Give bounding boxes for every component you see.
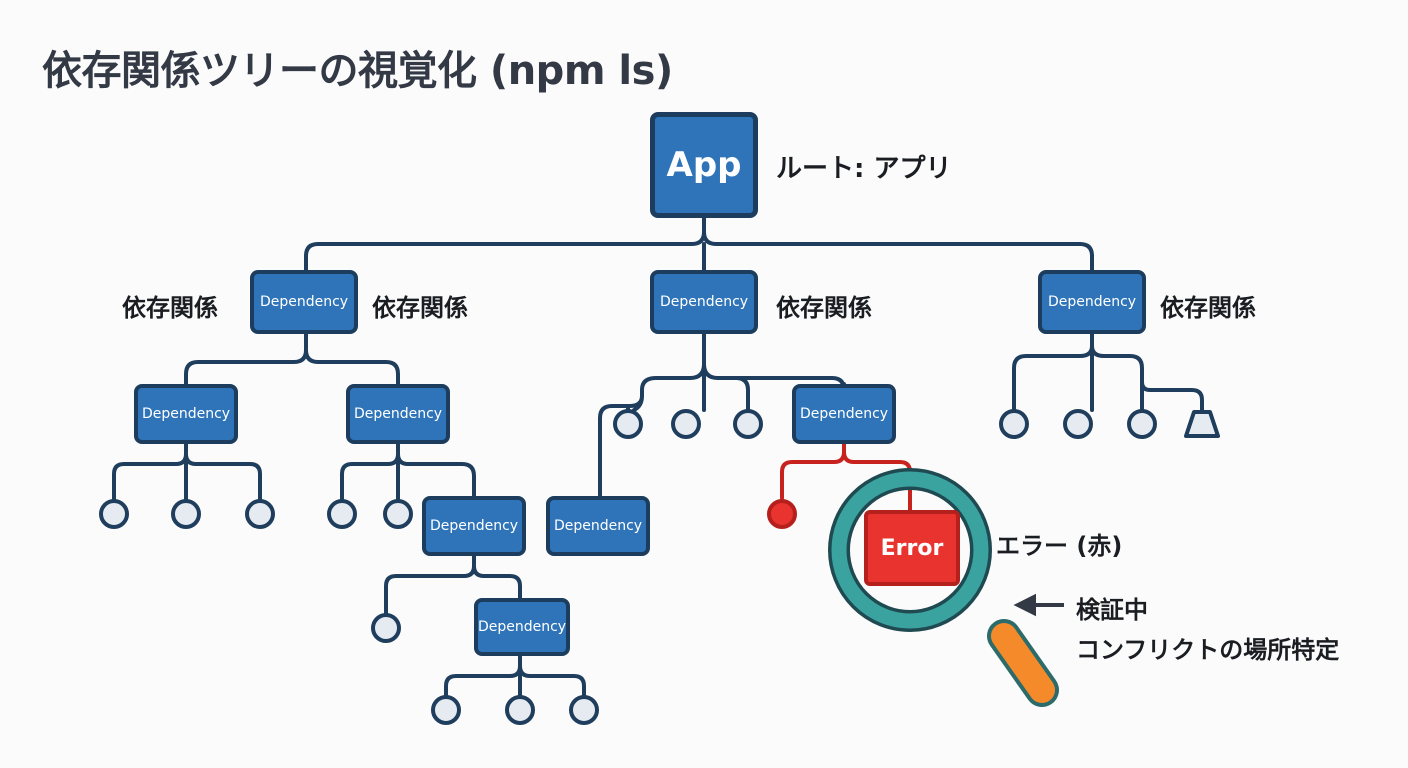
arrow-left-icon <box>1013 593 1064 617</box>
connector-mid-1 <box>598 332 846 498</box>
dependency-node: Dependency <box>134 384 238 444</box>
leaf-node <box>1063 409 1093 439</box>
dependency-node: Dependency <box>650 270 758 334</box>
leaf-node <box>327 499 357 529</box>
connector-left-4 <box>384 554 522 616</box>
leaf-node-trapezoid <box>1184 410 1220 438</box>
leaf-node <box>171 499 201 529</box>
leaf-node <box>999 409 1029 439</box>
connector-left-1 <box>184 332 400 386</box>
dependency-node: Dependency <box>346 384 450 444</box>
connector-right-1 <box>1012 332 1204 416</box>
dependency-label: 依存関係 <box>1160 294 1256 322</box>
error-label: エラー (赤) <box>996 532 1123 560</box>
leaf-node <box>1127 409 1157 439</box>
dependency-node: Dependency <box>792 384 896 444</box>
error-node: Error <box>864 510 960 586</box>
leaf-node <box>671 409 701 439</box>
error-leaf-node <box>767 499 797 529</box>
leaf-node <box>431 695 461 725</box>
magnifier-icon <box>828 468 1059 707</box>
dependency-node: Dependency <box>1038 270 1146 334</box>
dependency-node: Dependency <box>546 496 650 556</box>
root-node-app: App <box>650 112 758 218</box>
page-title: 依存関係ツリーの視覚化 (npm ls) <box>42 48 673 94</box>
connector-root <box>304 216 1094 272</box>
dependency-label: 依存関係 <box>776 294 872 322</box>
root-label: ルート: アプリ <box>776 154 952 184</box>
verifying-label: 検証中 <box>1076 596 1148 624</box>
leaf-node <box>383 499 413 529</box>
leaf-node <box>733 409 763 439</box>
leaf-node <box>613 409 643 439</box>
leaf-node <box>569 695 599 725</box>
dependency-node: Dependency <box>250 270 358 334</box>
connector-left-2 <box>112 442 262 502</box>
leaf-node <box>99 499 129 529</box>
dependency-label: 依存関係 <box>372 294 468 322</box>
conflict-label: コンフリクトの場所特定 <box>1076 636 1340 664</box>
dependency-label: 依存関係 <box>122 294 218 322</box>
dependency-node: Dependency <box>422 496 526 556</box>
dependency-node: Dependency <box>474 598 570 656</box>
connector-left-3 <box>340 442 476 502</box>
connector-left-5 <box>444 654 586 698</box>
leaf-node <box>371 613 401 643</box>
leaf-node <box>245 499 275 529</box>
leaf-node <box>505 695 535 725</box>
